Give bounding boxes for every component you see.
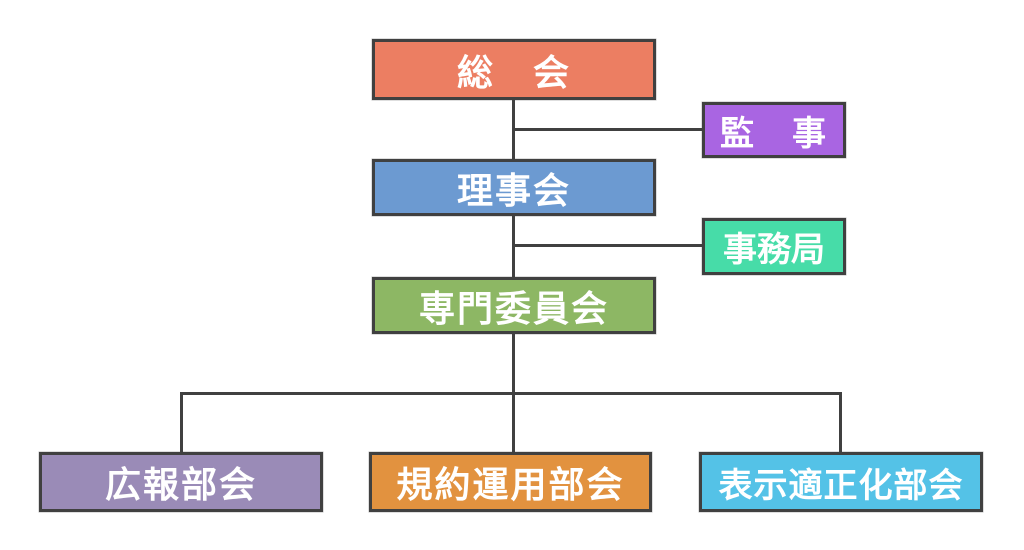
node-rules-subcommittee: 規約運用部会 [369,452,652,512]
connector-bus-kiyaku [512,394,515,452]
node-secretariat: 事務局 [702,218,846,275]
connector-senmon-bus [512,334,515,392]
node-labeling-subcommittee: 表示適正化部会 [699,452,983,512]
connector-bus-horizontal [180,392,842,395]
connector-branch-kanji [513,128,702,131]
connector-branch-jimukyoku [513,244,702,247]
node-expert-committee: 専門委員会 [372,277,656,334]
node-pr-subcommittee: 広報部会 [39,452,323,512]
connector-bus-kouhou [180,394,183,452]
node-auditor: 監 事 [702,102,846,158]
node-board-of-directors: 理事会 [372,159,656,216]
node-general-assembly: 総 会 [372,39,656,100]
connector-bus-hyouji [839,394,842,452]
